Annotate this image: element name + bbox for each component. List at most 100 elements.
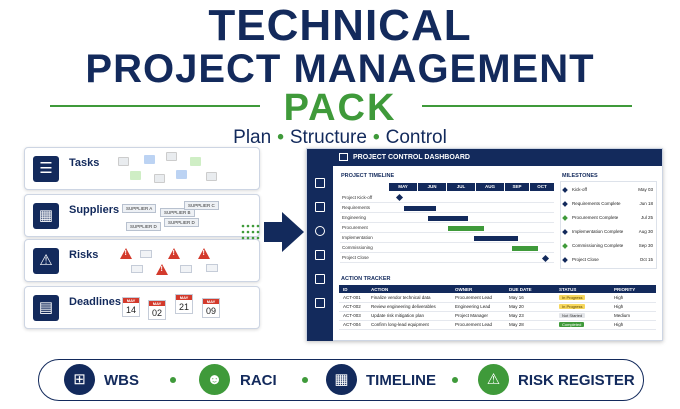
warning-icon: ⚠ [478, 364, 509, 395]
sticky-note [154, 174, 165, 183]
calendar-icon: ▦ [326, 364, 357, 395]
timeline-task: Requirements [342, 205, 371, 210]
status-badge: In Progress [559, 304, 586, 309]
tagline-structure: Structure [289, 127, 367, 148]
milestones-title: MILESTONES [562, 173, 598, 179]
status-badge: In Progress [559, 294, 586, 300]
tagline-control: Control [385, 127, 447, 148]
sticky-note [144, 155, 155, 164]
milestone-diamond-icon [562, 214, 568, 221]
card-tasks: ☰ Tasks [24, 147, 260, 190]
dashboard-header: PROJECT CONTROL DASHBOARD [307, 149, 662, 166]
list-icon[interactable] [315, 202, 325, 212]
separator-dot [452, 377, 458, 383]
dashboard-sidebar [307, 166, 333, 341]
card-label-tasks: Tasks [69, 157, 100, 169]
timeline-bar-commissioning [512, 246, 538, 251]
supplier-tag: SUPPLIER D [164, 218, 199, 227]
calendar-icon: ▤ [33, 295, 59, 321]
warning-icon: ⚠ [33, 248, 59, 274]
milestone-diamond-icon [562, 256, 568, 263]
status-badge: Completed [559, 322, 585, 327]
table-header-row: ID ACTION OWNER DUE DATE STATUS PRIORITY [339, 285, 656, 293]
timeline-month: JUL [447, 183, 475, 191]
divider-left [50, 105, 260, 107]
risk-note [131, 265, 143, 273]
card-label-suppliers: Suppliers [69, 204, 120, 216]
timeline-month: SEP [505, 183, 529, 191]
card-label-deadlines: Deadlines [69, 296, 121, 308]
grid-icon[interactable] [315, 178, 325, 188]
hierarchy-icon: ⊞ [64, 364, 95, 395]
calendar-icon[interactable] [315, 274, 325, 284]
title-line-2: PROJECT MANAGEMENT [85, 47, 595, 91]
sticky-note [118, 157, 129, 166]
tracker-title: ACTION TRACKER [341, 276, 391, 282]
timeline-task: Implementation [342, 235, 373, 240]
timeline-task: Engineering [342, 215, 367, 220]
priority-label: High [610, 302, 656, 312]
timeline-task: Project Kick-off [342, 195, 373, 200]
feature-wbs: WBS [104, 372, 139, 389]
table-row[interactable]: ACT-004 Confirm long-lead equipment Proc… [339, 320, 656, 330]
team-icon: ☻ [199, 364, 230, 395]
risk-warning-icon [168, 248, 180, 259]
timeline-task: Commissioning [342, 245, 373, 250]
priority-label: Medium [610, 311, 656, 321]
card-risks: ⚠ Risks [24, 239, 260, 282]
milestones-panel [560, 181, 657, 269]
bar-chart-icon[interactable] [315, 298, 325, 308]
timeline-month: JUN [418, 183, 446, 191]
supplier-boxes-icon: ▦ [33, 203, 59, 229]
sticky-note [130, 171, 141, 180]
col-owner: OWNER [451, 285, 505, 293]
risk-warning-icon [120, 248, 132, 259]
col-status: STATUS [555, 285, 610, 293]
col-id: ID [339, 285, 367, 293]
flow-arrow-icon [241, 212, 304, 252]
milestone-diamond-icon [562, 186, 568, 193]
feature-raci: RACI [240, 372, 277, 389]
priority-label: High [610, 320, 656, 330]
supplier-tag: SUPPLIER B [160, 208, 195, 217]
milestone-diamond-icon [562, 200, 568, 207]
timeline-task: Project Close [342, 255, 369, 260]
milestone-diamond-icon [562, 242, 568, 249]
col-priority: PRIORITY [610, 285, 656, 293]
timeline-title: PROJECT TIMELINE [341, 173, 395, 179]
supplier-tag: SUPPLIER D [126, 222, 161, 231]
title-line-1: TECHNICAL [208, 1, 472, 50]
table-row[interactable]: ACT-003 Update risk mitigation plan Proj… [339, 311, 656, 321]
risk-note [140, 250, 152, 258]
timeline-bar-engineering [428, 216, 468, 221]
team-icon[interactable] [315, 226, 325, 236]
separator-dot [170, 377, 176, 383]
tagline-plan: Plan [233, 127, 272, 148]
chart-icon [339, 153, 348, 161]
table-row[interactable]: ACT-001 Finalize vendor technical data P… [339, 293, 656, 303]
table-row[interactable]: ACT-002 Review engineering deliverables … [339, 302, 656, 312]
sticky-note [190, 157, 201, 166]
divider-right [422, 105, 632, 107]
timeline-task: Procurement [342, 225, 368, 230]
risk-note [180, 265, 192, 273]
warning-icon[interactable] [315, 250, 325, 260]
timeline-bar-procurement [448, 226, 484, 231]
sticky-note [176, 170, 187, 179]
col-action: ACTION [367, 285, 451, 293]
tagline: Plan•Structure•Control [233, 127, 447, 148]
title-line-3: PACK [283, 87, 397, 129]
risk-warning-icon [198, 248, 210, 259]
feature-risk-register: RISK REGISTER [518, 372, 635, 389]
dashboard-title: PROJECT CONTROL DASHBOARD [353, 154, 470, 161]
feature-timeline: TIMELINE [366, 372, 436, 389]
